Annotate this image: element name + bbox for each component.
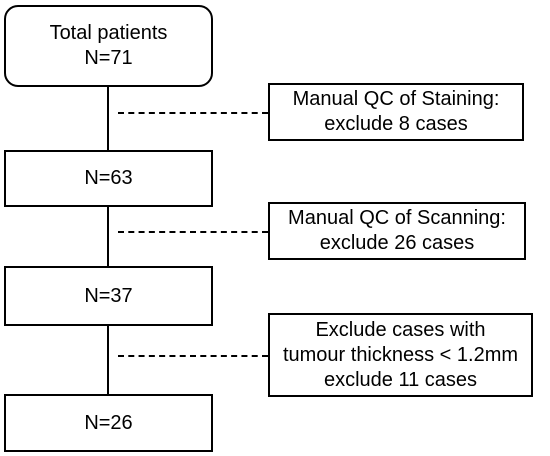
count-box-63: N=63 — [4, 150, 213, 207]
dashed-branch-scanning — [118, 231, 268, 233]
connector-2 — [107, 206, 109, 266]
count-37: N=37 — [84, 284, 133, 307]
exclusion-scanning-count: exclude 26 cases — [319, 232, 475, 254]
exclusion-thickness-criterion: tumour thickness < 1.2mm — [282, 343, 519, 366]
exclusion-scanning-title: Manual QC of Scanning: — [288, 207, 506, 229]
exclusion-thickness-count: exclude 11 cases — [323, 368, 478, 391]
exclusion-staining-title: Manual QC of Staining: — [292, 88, 500, 110]
dashed-branch-thickness — [118, 355, 268, 357]
exclusion-thickness-title: Exclude cases with — [315, 318, 486, 341]
total-patients-count: N=71 — [84, 47, 133, 69]
count-box-26: N=26 — [4, 394, 213, 452]
exclusion-thickness-box: Exclude cases with tumour thickness < 1.… — [268, 313, 533, 397]
exclusion-scanning-box: Manual QC of Scanning: exclude 26 cases — [268, 202, 526, 260]
connector-3 — [107, 326, 109, 394]
exclusion-staining-box: Manual QC of Staining: exclude 8 cases — [268, 83, 524, 141]
total-patients-label: Total patients — [49, 22, 168, 44]
connector-1 — [107, 86, 109, 150]
dashed-branch-staining — [118, 112, 268, 114]
count-26: N=26 — [84, 411, 133, 434]
total-patients-box: Total patients N=71 — [4, 5, 213, 87]
count-box-37: N=37 — [4, 266, 213, 326]
count-63: N=63 — [84, 167, 133, 189]
exclusion-staining-count: exclude 8 cases — [324, 113, 468, 135]
